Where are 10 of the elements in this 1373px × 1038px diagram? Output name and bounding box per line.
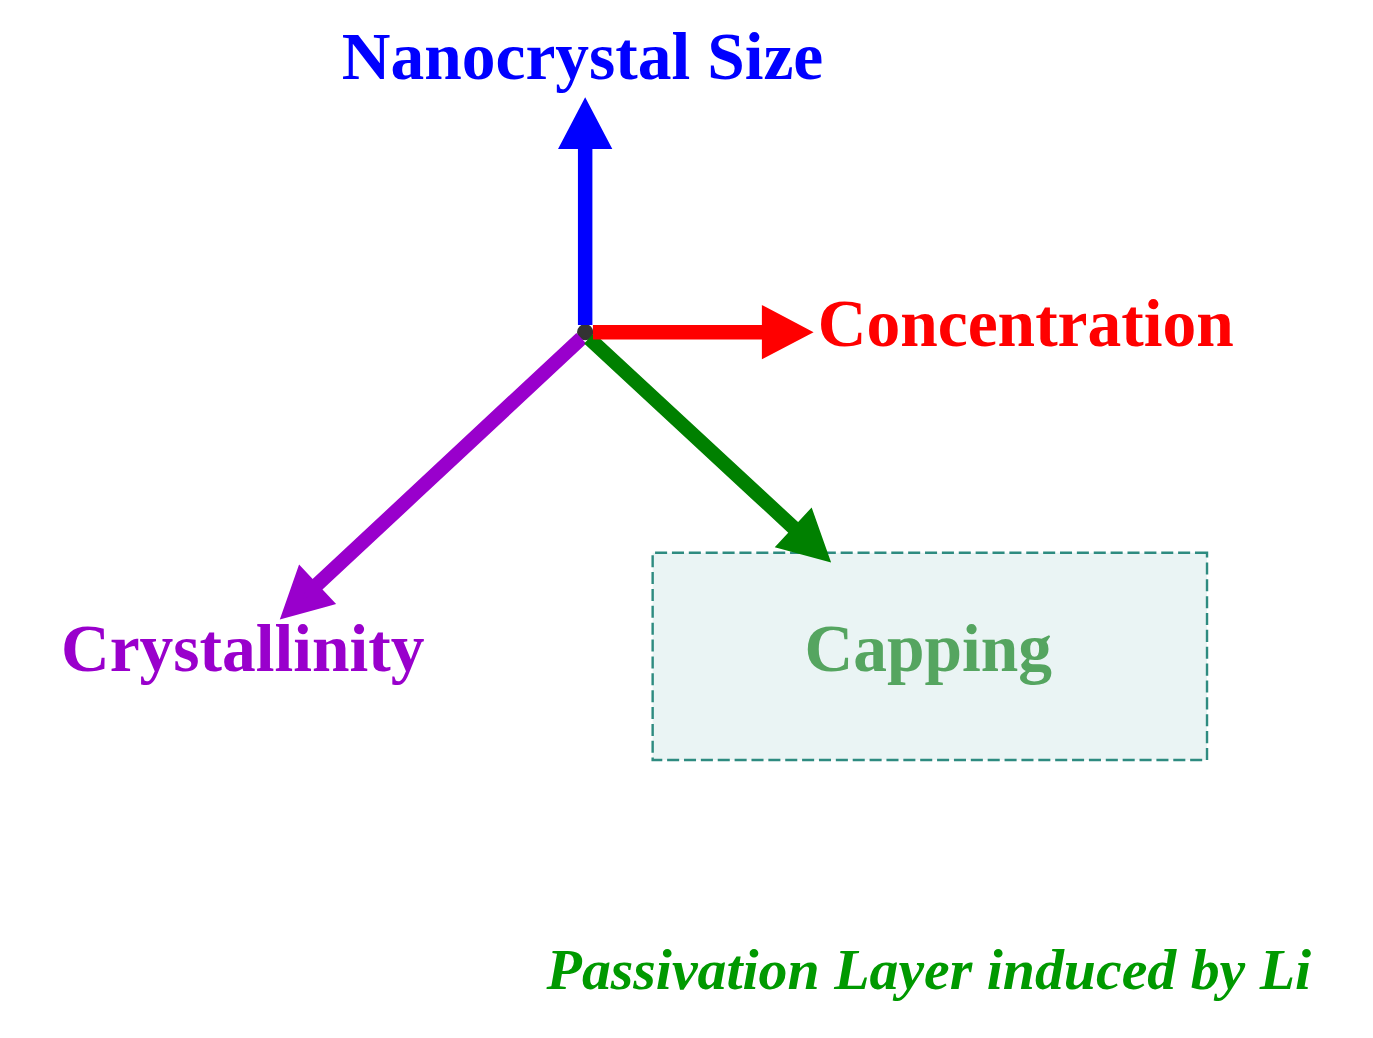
node-point [576,324,593,341]
node-label: Passivation Layer induced by Li [546,937,1311,1003]
arrow [583,332,831,563]
arrow [592,305,814,360]
node-text: Crystallinity [60,610,424,686]
arrow [557,97,612,325]
node-text: Nanocrystal Size [341,18,823,94]
arrow [279,332,586,620]
node-text: Concentration [817,286,1234,362]
node-box: Capping [650,551,1208,762]
